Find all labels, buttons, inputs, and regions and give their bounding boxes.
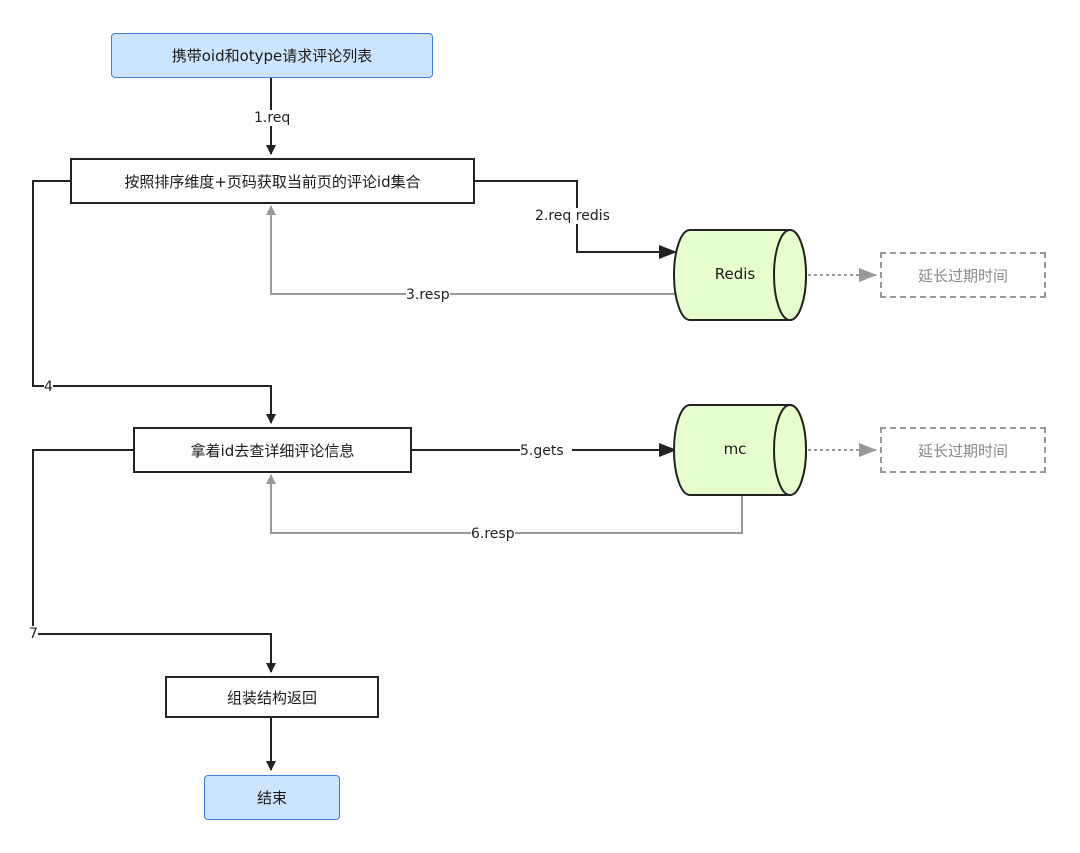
edge-label-1: 1.req bbox=[254, 110, 290, 126]
edge-3-resp bbox=[266, 205, 680, 295]
assemble-label: 组装结构返回 bbox=[226, 688, 317, 707]
redis-label: Redis bbox=[714, 265, 756, 283]
edge-label-4: 4 bbox=[44, 379, 53, 395]
fetch-details-label: 拿着id去查详细评论信息 bbox=[190, 441, 355, 460]
mc-label: mc bbox=[723, 440, 747, 458]
end-node: 结束 bbox=[204, 775, 340, 820]
end-label: 结束 bbox=[256, 789, 287, 807]
edge-6-resp bbox=[266, 474, 743, 534]
edge-label-5: 5.gets bbox=[520, 443, 572, 459]
redis-cylinder bbox=[673, 229, 807, 321]
edge-label-3: 3.resp bbox=[406, 287, 450, 303]
redis-extend-ttl-label: 延长过期时间 bbox=[917, 266, 1008, 285]
fetch-ids-node: 按照排序维度+页码获取当前页的评论id集合 bbox=[70, 158, 475, 204]
edge-label-6: 6.resp bbox=[471, 526, 515, 542]
mc-extend-ttl-box: 延长过期时间 bbox=[880, 427, 1046, 473]
edge-label-2: 2.req redis bbox=[535, 208, 621, 224]
fetch-details-node: 拿着id去查详细评论信息 bbox=[133, 427, 412, 473]
mc-extend-ttl-label: 延长过期时间 bbox=[917, 441, 1008, 460]
start-node-label: 携带oid和otype请求评论列表 bbox=[171, 47, 373, 65]
fetch-ids-label: 按照排序维度+页码获取当前页的评论id集合 bbox=[124, 172, 421, 191]
redis-extend-ttl-box: 延长过期时间 bbox=[880, 252, 1046, 298]
edge-4 bbox=[32, 180, 276, 424]
start-node: 携带oid和otype请求评论列表 bbox=[111, 33, 433, 78]
edge-7 bbox=[32, 449, 276, 673]
edge-label-7: 7 bbox=[29, 626, 38, 642]
mc-cylinder bbox=[673, 404, 807, 496]
assemble-node: 组装结构返回 bbox=[165, 676, 379, 718]
